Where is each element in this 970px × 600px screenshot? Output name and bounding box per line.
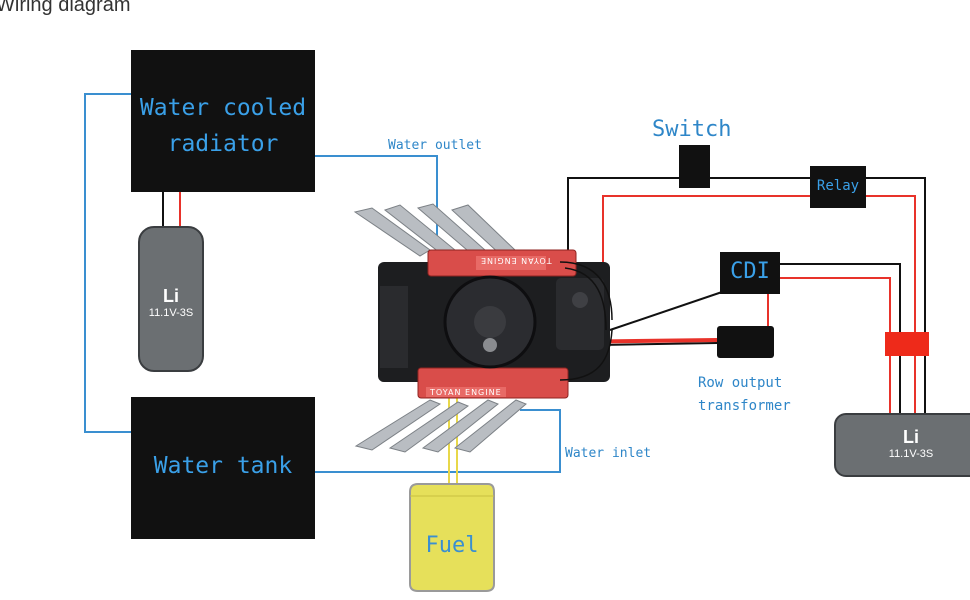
battery-left: Li 11.1V-3S: [138, 226, 204, 372]
fuel-tank: [409, 483, 495, 592]
fuel-label: Fuel: [425, 533, 479, 558]
cdi-engine-wire: [609, 291, 723, 331]
water-tank: [131, 397, 315, 539]
relay-battery-neg-wire: [866, 177, 926, 415]
battery-right-symbol: Li: [903, 427, 919, 447]
battery-right-spec: 11.1V-3S: [888, 448, 934, 460]
cdi-battery-neg-wire: [780, 263, 901, 415]
water-cooled-radiator: [131, 50, 315, 192]
battery-left-symbol: Li: [163, 286, 179, 306]
engine-brand-top: TOYAN ENGINE: [480, 256, 552, 265]
radiator-label: Water cooled radiator: [139, 95, 307, 157]
cdi-label: CDI: [730, 259, 770, 284]
battery-right: Li 11.1V-3S: [834, 413, 970, 477]
switch-ground-wire: [567, 177, 680, 280]
transformer-engine-wire: [599, 342, 718, 346]
switch: [679, 145, 710, 188]
engine-brand-bottom: TOYAN ENGINE: [430, 388, 502, 397]
water-tank-label: Water tank: [153, 453, 293, 479]
water-outlet-label: Water outlet: [388, 138, 482, 153]
cdi-battery-pos-wire: [780, 277, 891, 415]
battery-left-spec: 11.1V-3S: [148, 307, 194, 319]
cdi: [720, 252, 780, 294]
water-inlet-label: Water inlet: [565, 446, 652, 461]
water-loop-left: [84, 93, 133, 433]
engine-illustration: [353, 203, 613, 453]
transformer-label: Row output transformer: [698, 375, 791, 414]
row-output-transformer: [717, 326, 774, 358]
relay-label: Relay: [816, 178, 860, 194]
water-inlet-line: [315, 409, 561, 473]
relay: [810, 166, 866, 208]
connector-block: [885, 332, 929, 356]
switch-label: Switch: [652, 117, 732, 142]
diagram-caption: Wiring diagram: [0, 0, 131, 16]
